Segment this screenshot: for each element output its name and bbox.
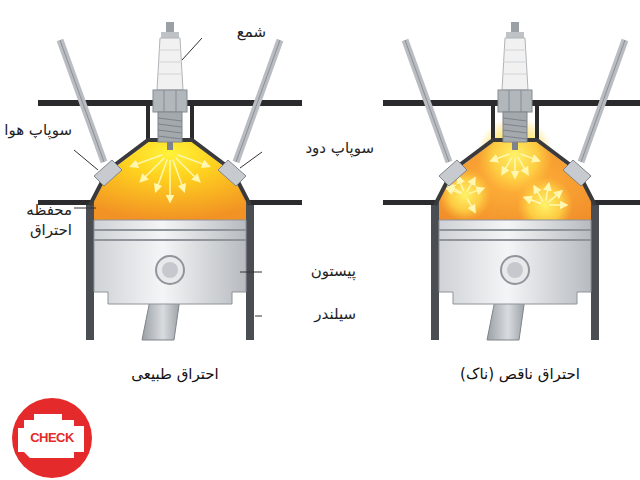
- knock-engine: [383, 22, 640, 340]
- caption-label: احتراق ناقص (ناک): [420, 364, 620, 384]
- part-label: سیلندر: [266, 304, 356, 324]
- flame-arrow: [521, 154, 540, 161]
- flame-rays: [131, 155, 210, 202]
- flame-arrow: [548, 191, 562, 203]
- part-label: پیستون: [266, 261, 356, 281]
- part-label: شمع: [206, 22, 266, 42]
- flame-arrow: [534, 186, 543, 202]
- part-label: سوپاپ دود: [264, 138, 374, 158]
- flame-arrow: [446, 188, 461, 193]
- flame-arrow: [546, 183, 549, 201]
- flame-arrow: [524, 197, 541, 203]
- flame-arrow: [491, 154, 510, 161]
- flame-arrow: [518, 157, 528, 174]
- flame-arrow: [524, 197, 541, 203]
- flame-arrow: [467, 198, 475, 212]
- caption-label: احتراق طبیعی: [100, 364, 250, 384]
- part-label: محفظه احتراق: [4, 200, 72, 241]
- flame-arrow: [131, 155, 163, 167]
- flame-arrow: [469, 188, 484, 193]
- logo-text: CHECK: [22, 429, 82, 447]
- flame-arrow: [502, 157, 512, 174]
- check-logo: [12, 398, 92, 478]
- flame-arrow: [514, 158, 516, 178]
- flame-arrow: [458, 176, 463, 191]
- leader-lines: [74, 38, 262, 316]
- normal-engine: [38, 22, 302, 340]
- flame-arrow: [467, 178, 475, 192]
- part-label: سوپاپ هوا: [4, 120, 72, 140]
- flame-arrow: [549, 204, 567, 206]
- flame-arrow: [169, 160, 171, 202]
- flame-arrow: [173, 160, 185, 192]
